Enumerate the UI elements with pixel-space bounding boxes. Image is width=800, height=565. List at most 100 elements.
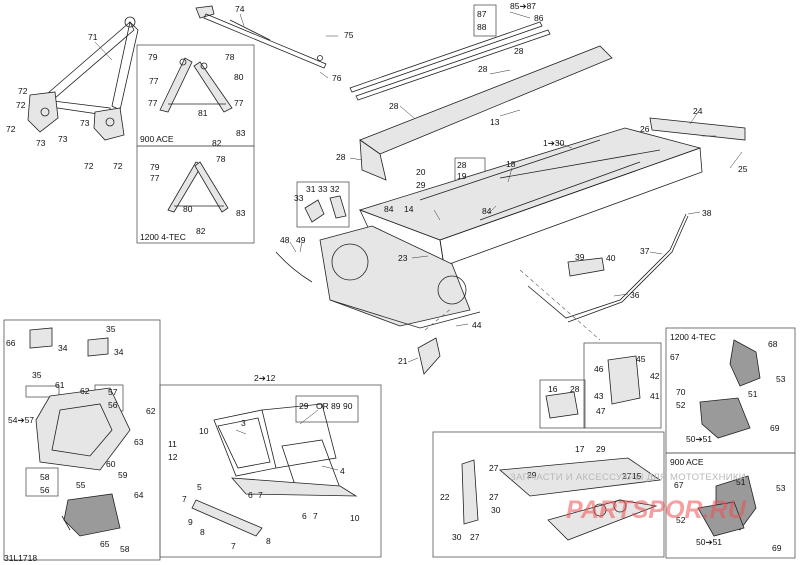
callout-58: 58 (120, 544, 130, 554)
callout-28: 28 (389, 101, 399, 111)
callout-17: 17 (575, 444, 585, 454)
variant-tec-top: 1200 4-TEC (140, 232, 186, 242)
callout-62: 62 (146, 406, 156, 416)
callout-7: 7 (182, 494, 187, 504)
bracket-31-drawing (304, 195, 347, 223)
fastener-58-box (25, 467, 59, 497)
callout-36: 36 (630, 290, 640, 300)
callout-26: 26 (640, 124, 650, 134)
callout-53: 53 (776, 374, 786, 384)
callout-4: 4 (340, 466, 345, 476)
or-label: OR (316, 401, 329, 411)
range-2-12: 2➔12 (254, 373, 276, 383)
callout-7: 7 (313, 511, 318, 521)
rear-reinforcement-panel (432, 431, 665, 558)
callout-77: 77 (149, 76, 159, 86)
callout-7: 7 (258, 490, 263, 500)
callout-28: 28 (570, 384, 580, 394)
callout-30: 30 (491, 505, 501, 515)
callout-78: 78 (225, 52, 235, 62)
variant-tec-right: 1200 4-TEC (670, 332, 716, 342)
callout-80: 80 (234, 72, 244, 82)
callout-13: 13 (490, 117, 500, 127)
callout-56: 56 (40, 485, 50, 495)
callout-82: 82 (212, 138, 222, 148)
range-50-51: 50➔51 (696, 537, 722, 547)
callout-28: 28 (514, 46, 524, 56)
watermark-logo-text: PARTSPOR.RU (566, 496, 747, 524)
steering-rod-drawing (195, 5, 327, 69)
callout-24: 24 (693, 106, 703, 116)
callout-37: 37 (640, 246, 650, 256)
ace-bracket-drawing (159, 57, 233, 113)
callout-79: 79 (148, 52, 158, 62)
callout-79: 79 (150, 162, 160, 172)
callout-52: 52 (676, 515, 686, 525)
callout-72: 72 (84, 161, 94, 171)
callout-83: 83 (236, 208, 246, 218)
callout-70: 70 (676, 387, 686, 397)
bracket-16-drawing (545, 391, 579, 419)
ace-right-inset-box (665, 452, 796, 559)
callout-73: 73 (80, 118, 90, 128)
guide-line-2 (519, 269, 601, 341)
callout-8: 8 (200, 527, 205, 537)
callout-35: 35 (106, 324, 116, 334)
callout-32: 32 (330, 184, 340, 194)
fastener-57-box-left (25, 385, 60, 398)
callout-labels: 71 72 72 72 72 72 73 73 73 74 75 76 79 7… (4, 1, 786, 563)
callout-73: 73 (58, 134, 68, 144)
callout-21: 21 (398, 356, 408, 366)
callout-15: 15 (632, 471, 642, 481)
callout-72: 72 (6, 124, 16, 134)
callout-75: 75 (344, 30, 354, 40)
callout-80: 80 (183, 204, 193, 214)
callout-48: 48 (280, 235, 290, 245)
callout-65: 65 (100, 539, 110, 549)
callout-77: 77 (234, 98, 244, 108)
callout-29: 29 (527, 470, 537, 480)
callout-81: 81 (198, 108, 208, 118)
callout-67: 67 (674, 480, 684, 490)
callout-69: 69 (772, 543, 782, 553)
callout-72: 72 (18, 86, 28, 96)
callout-6: 6 (248, 490, 253, 500)
callout-25: 25 (738, 164, 748, 174)
callout-52: 52 (676, 400, 686, 410)
front-frame-panel (159, 384, 382, 558)
watermark-logo: PARTSPOR.RU (566, 496, 747, 524)
callout-27: 27 (470, 532, 480, 542)
steering-tripod-drawing (27, 16, 139, 141)
watermark: ЗАПЧАСТИ И АКСЕССУАРЫ ДЛЯ МОТОТЕХНИКИ PA… (510, 472, 747, 524)
callout-7: 7 (231, 541, 236, 551)
callout-78: 78 (216, 154, 226, 164)
callout-59: 59 (118, 470, 128, 480)
callout-77: 77 (150, 173, 160, 183)
callout-34: 34 (58, 343, 68, 353)
bracket-31-box (296, 181, 350, 228)
left-panel-parts-drawing (29, 327, 131, 537)
callout-64: 64 (134, 490, 144, 500)
callout-74: 74 (235, 4, 245, 14)
callout-29: 29 (596, 444, 606, 454)
callout-30: 30 (452, 532, 462, 542)
variant-ace-right: 900 ACE (670, 457, 704, 467)
callout-31: 31 (306, 184, 316, 194)
callout-20: 20 (416, 167, 426, 177)
callout-72: 72 (16, 100, 26, 110)
callout-27: 27 (622, 471, 632, 481)
callout-19: 19 (457, 171, 467, 181)
callout-44: 44 (472, 320, 482, 330)
callout-39: 39 (575, 252, 585, 262)
rivet-87-box (473, 4, 497, 37)
bracket-41-drawing (607, 355, 641, 405)
callout-73: 73 (36, 138, 46, 148)
callout-66: 66 (6, 338, 16, 348)
callout-69: 69 (770, 423, 780, 433)
bracket-16-box (539, 379, 586, 429)
range-54-57: 54➔57 (8, 415, 34, 425)
callout-28: 28 (478, 64, 488, 74)
callout-14: 14 (404, 204, 414, 214)
callout-45: 45 (636, 354, 646, 364)
